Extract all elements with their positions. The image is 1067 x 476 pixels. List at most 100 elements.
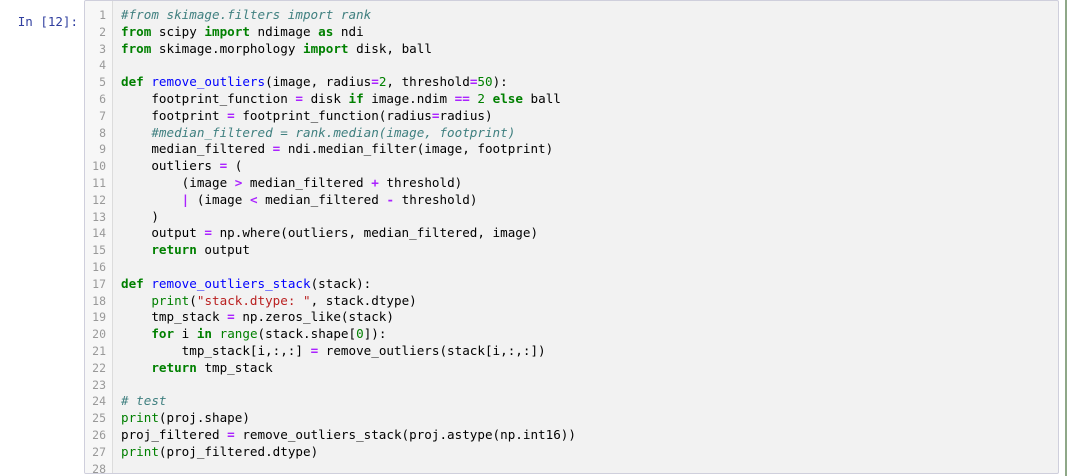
code-line[interactable] bbox=[121, 259, 1058, 276]
code-line[interactable]: def remove_outliers_stack(stack): bbox=[121, 276, 1058, 293]
code-line[interactable]: return output bbox=[121, 242, 1058, 259]
token-plain: output bbox=[121, 225, 205, 241]
code-line[interactable]: def remove_outliers(image, radius=2, thr… bbox=[121, 74, 1058, 91]
token-builtin: range bbox=[219, 326, 258, 342]
code-line[interactable]: footprint_function = disk if image.ndim … bbox=[121, 91, 1058, 108]
code-line[interactable]: print(proj_filtered.dtype) bbox=[121, 444, 1058, 461]
line-number: 23 bbox=[92, 377, 106, 392]
token-plain: disk, ball bbox=[348, 40, 432, 56]
token-plain: (image bbox=[121, 174, 235, 190]
code-line[interactable]: # test bbox=[121, 393, 1058, 410]
token-operator: = bbox=[227, 426, 235, 442]
line-number: 21 bbox=[92, 343, 106, 358]
token-operator: = bbox=[431, 107, 440, 123]
token-keyword: from bbox=[121, 40, 152, 56]
token-plain: footprint_function bbox=[121, 90, 296, 106]
token-plain bbox=[121, 360, 151, 375]
token-operator: == bbox=[454, 90, 470, 106]
token-plain: remove_outliers_stack(proj.astype(np.int… bbox=[234, 426, 576, 442]
token-plain: np.where(outliers, median_filtered, imag… bbox=[212, 225, 539, 241]
token-number: 0 bbox=[356, 326, 364, 342]
code-line[interactable]: print("stack.dtype: ", stack.dtype) bbox=[121, 293, 1058, 310]
token-plain: output bbox=[196, 242, 250, 258]
token-operator: = bbox=[371, 74, 379, 90]
line-number: 1 bbox=[99, 8, 106, 22]
token-plain: footprint bbox=[121, 107, 228, 123]
token-plain: remove_outliers(stack[i,:,:]) bbox=[318, 342, 546, 358]
line-number: 10 bbox=[92, 159, 106, 174]
token-funcname: remove_outliers_stack bbox=[151, 275, 311, 291]
token-operator: + bbox=[371, 174, 379, 190]
line-number: 27 bbox=[92, 444, 106, 459]
line-number: 4 bbox=[99, 58, 106, 73]
code-line[interactable]: ) bbox=[121, 209, 1058, 226]
token-plain: ]): bbox=[363, 326, 387, 342]
token-plain: (proj_filtered.dtype) bbox=[158, 443, 319, 459]
token-operator: - bbox=[386, 191, 395, 207]
token-plain: threshold) bbox=[378, 174, 463, 190]
code-line[interactable]: tmp_stack[i,:,:] = remove_outliers(stack… bbox=[121, 343, 1058, 360]
code-line[interactable]: #from skimage.filters import rank bbox=[121, 7, 1058, 24]
token-plain bbox=[121, 293, 151, 308]
code-line[interactable]: (image > median_filtered + threshold) bbox=[121, 175, 1058, 192]
token-punct: ( bbox=[189, 292, 197, 308]
code-line[interactable]: return tmp_stack bbox=[121, 360, 1058, 377]
line-number: 20 bbox=[92, 327, 106, 342]
code-line[interactable]: proj_filtered = remove_outliers_stack(pr… bbox=[121, 427, 1058, 444]
line-number: 28 bbox=[92, 461, 106, 474]
cell-execution-prompt: In [12]: bbox=[17, 14, 78, 29]
token-keyword: for bbox=[151, 326, 175, 342]
token-plain bbox=[121, 326, 151, 341]
token-keyword: import bbox=[204, 23, 250, 39]
token-plain: scipy bbox=[151, 23, 205, 39]
token-plain: ndi bbox=[333, 23, 364, 39]
token-plain: median_filtered bbox=[257, 191, 387, 207]
code-line[interactable]: output = np.where(outliers, median_filte… bbox=[121, 225, 1058, 242]
code-line[interactable]: print(proj.shape) bbox=[121, 410, 1058, 427]
token-plain: threshold) bbox=[394, 191, 478, 207]
token-punct: , threshold bbox=[386, 74, 470, 90]
code-line[interactable]: tmp_stack = np.zeros_like(stack) bbox=[121, 309, 1058, 326]
token-number: 50 bbox=[477, 74, 493, 90]
code-line[interactable]: #median_filtered = rank.median(image, fo… bbox=[121, 125, 1058, 142]
token-plain: tmp_stack bbox=[121, 309, 228, 325]
line-number: 13 bbox=[92, 209, 106, 224]
code-line[interactable]: for i in range(stack.shape[0]): bbox=[121, 326, 1058, 343]
token-comment: # test bbox=[121, 393, 167, 409]
page-edge-divider bbox=[1065, 0, 1067, 476]
code-line[interactable] bbox=[121, 377, 1058, 394]
line-number: 12 bbox=[92, 192, 106, 207]
token-punct: (image, radius bbox=[265, 74, 372, 90]
token-plain: ndimage bbox=[249, 23, 319, 39]
token-builtin: print bbox=[121, 443, 159, 459]
code-line[interactable]: footprint = footprint_function(radius=ra… bbox=[121, 108, 1058, 125]
code-line[interactable]: outliers = ( bbox=[121, 158, 1058, 175]
token-plain: radius) bbox=[439, 107, 493, 123]
line-number: 26 bbox=[92, 427, 106, 442]
token-plain: ndi.median_filter(image, footprint) bbox=[280, 141, 554, 157]
token-keyword: def bbox=[121, 74, 144, 90]
token-keyword: return bbox=[151, 359, 197, 375]
token-plain: median_filtered bbox=[121, 141, 273, 157]
code-line[interactable]: | (image < median_filtered - threshold) bbox=[121, 192, 1058, 209]
code-line[interactable]: from scipy import ndimage as ndi bbox=[121, 24, 1058, 41]
token-builtin: print bbox=[121, 410, 159, 426]
token-plain: median_filtered bbox=[242, 174, 372, 190]
token-plain: (proj.shape) bbox=[158, 410, 250, 426]
token-plain: (image bbox=[189, 191, 250, 207]
code-line[interactable] bbox=[121, 57, 1058, 74]
token-plain: i bbox=[174, 326, 197, 342]
line-number: 9 bbox=[99, 142, 106, 157]
token-plain: disk bbox=[302, 90, 349, 106]
token-operator: = bbox=[272, 141, 281, 157]
line-number: 15 bbox=[92, 243, 106, 258]
code-line[interactable]: from skimage.morphology import disk, bal… bbox=[121, 41, 1058, 58]
token-number: 2 bbox=[477, 90, 486, 106]
code-line[interactable] bbox=[121, 461, 1058, 473]
code-line[interactable]: median_filtered = ndi.median_filter(imag… bbox=[121, 141, 1058, 158]
